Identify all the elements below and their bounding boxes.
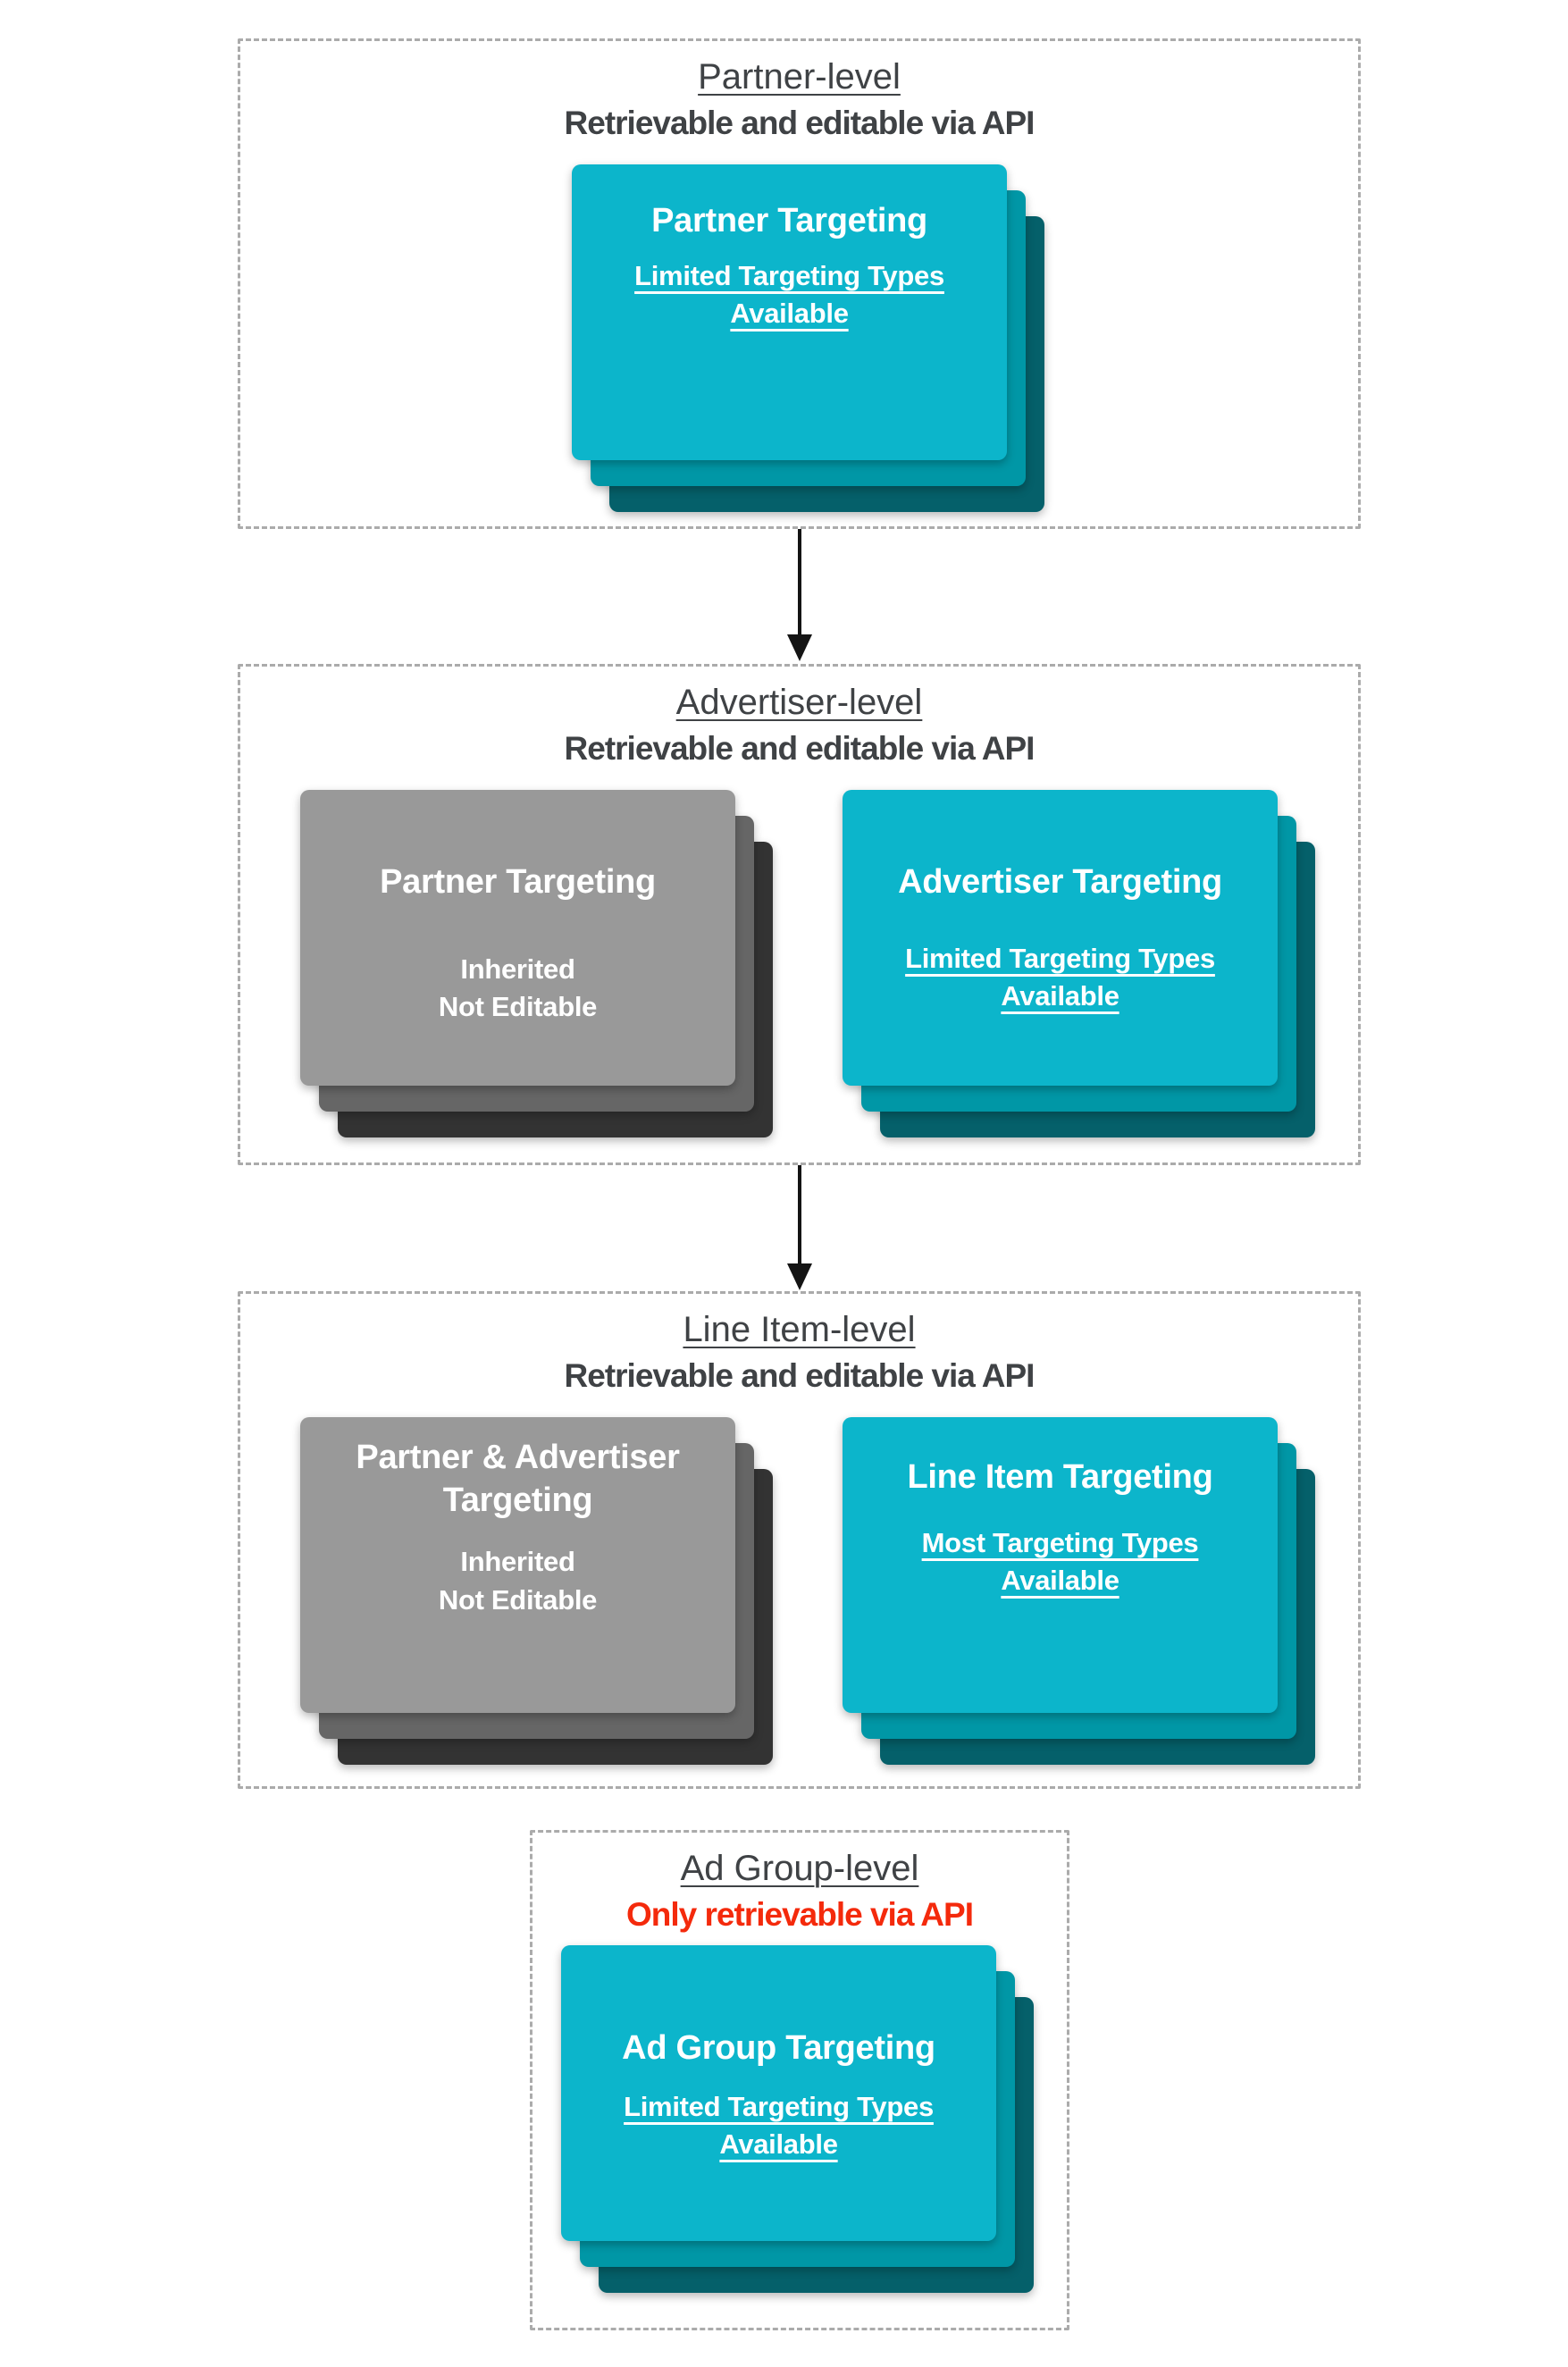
arrow-head-icon [787,634,812,661]
section-line-item-level: Line Item-level Retrievable and editable… [238,1291,1361,1789]
arrow-shaft [798,1165,801,1263]
card-front: Line Item Targeting Most Targeting Types… [843,1417,1278,1713]
section-advertiser-level: Advertiser-level Retrievable and editabl… [238,664,1361,1165]
arrow-shaft [798,529,801,634]
card-subtitle: Inherited [460,953,575,985]
card-title: Advertiser Targeting [898,863,1222,901]
section-ad-group-level: Ad Group-level Only retrievable via API … [530,1830,1069,2330]
card-subtitle-block: Limited Targeting Types Available [888,940,1232,1017]
card-title: Partner Targeting [651,202,927,239]
card-subtitle-block: Most Targeting Types Available [888,1524,1232,1601]
card-front: Partner & Advertiser Targeting Inherited… [300,1417,735,1713]
section-title: Line Item-level [683,1310,916,1349]
section-subtitle: Retrievable and editable via API [564,730,1036,767]
card-title: Line Item Targeting [907,1458,1213,1496]
arrow-head-icon [787,1263,812,1290]
section-title: Partner-level [698,57,901,97]
card-subtitle: Not Editable [438,1583,598,1616]
flow-arrow-partner-to-advertiser [782,529,818,661]
section-subtitle: Retrievable and editable via API [564,1357,1036,1394]
card-subtitle-block: Inherited Not Editable [438,951,598,1028]
card-subtitle: Limited Targeting Types Available [905,942,1215,1012]
card-subtitle-block: Inherited Not Editable [438,1543,598,1620]
section-subtitle: Only retrievable via API [626,1896,974,1933]
card-subtitle: Most Targeting Types Available [921,1526,1199,1597]
section-subtitle: Retrievable and editable via API [564,105,1036,141]
card-title: Partner & Advertiser Targeting [356,1439,680,1519]
card-subtitle: Not Editable [438,991,598,1023]
card-subtitle-block: Limited Targeting Types Available [617,257,961,334]
card-title: Ad Group Targeting [622,2029,935,2067]
card-front: Partner Targeting Inherited Not Editable [300,790,735,1086]
card-front: Partner Targeting Limited Targeting Type… [572,164,1007,460]
section-title: Advertiser-level [675,683,923,722]
card-front: Advertiser Targeting Limited Targeting T… [843,790,1278,1086]
section-title: Ad Group-level [680,1849,919,1888]
card-subtitle: Limited Targeting Types Available [634,259,944,330]
card-subtitle: Limited Targeting Types Available [624,2090,934,2161]
card-title: Partner Targeting [380,863,656,901]
card-front: Ad Group Targeting Limited Targeting Typ… [561,1945,996,2241]
flow-arrow-advertiser-to-lineitem [782,1165,818,1290]
section-partner-level: Partner-level Retrievable and editable v… [238,38,1361,529]
card-subtitle-block: Limited Targeting Types Available [607,2088,951,2165]
card-subtitle: Inherited [460,1546,575,1577]
